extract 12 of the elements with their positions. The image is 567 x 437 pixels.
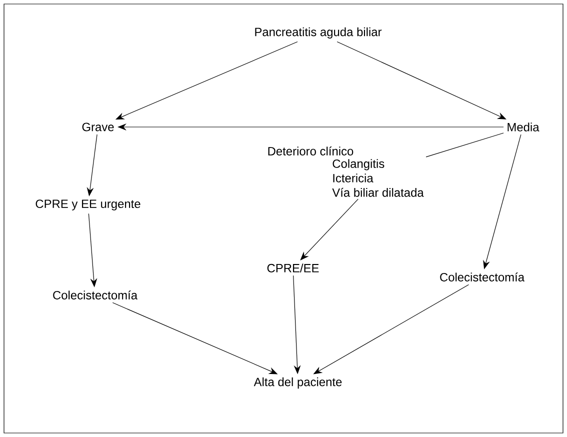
arrow bbox=[300, 198, 358, 260]
edge-label: Deterioro clínico bbox=[268, 146, 354, 156]
step-label: CPRE/EE bbox=[267, 264, 319, 272]
step-label: Grave bbox=[82, 122, 114, 132]
step-label: Pancreatitis aguda biliar bbox=[255, 27, 382, 39]
step-label: Media bbox=[508, 122, 540, 132]
arrow bbox=[336, 41, 506, 120]
step-label: Colecistectomía bbox=[53, 290, 138, 300]
condition-list: Colangitis Ictericia Vía biliar dilatada bbox=[332, 159, 424, 197]
step-label: CPRE y EE urgente bbox=[36, 200, 140, 210]
step-label: Alta del paciente bbox=[254, 377, 342, 389]
step-label: Colecistectomía bbox=[440, 272, 524, 282]
